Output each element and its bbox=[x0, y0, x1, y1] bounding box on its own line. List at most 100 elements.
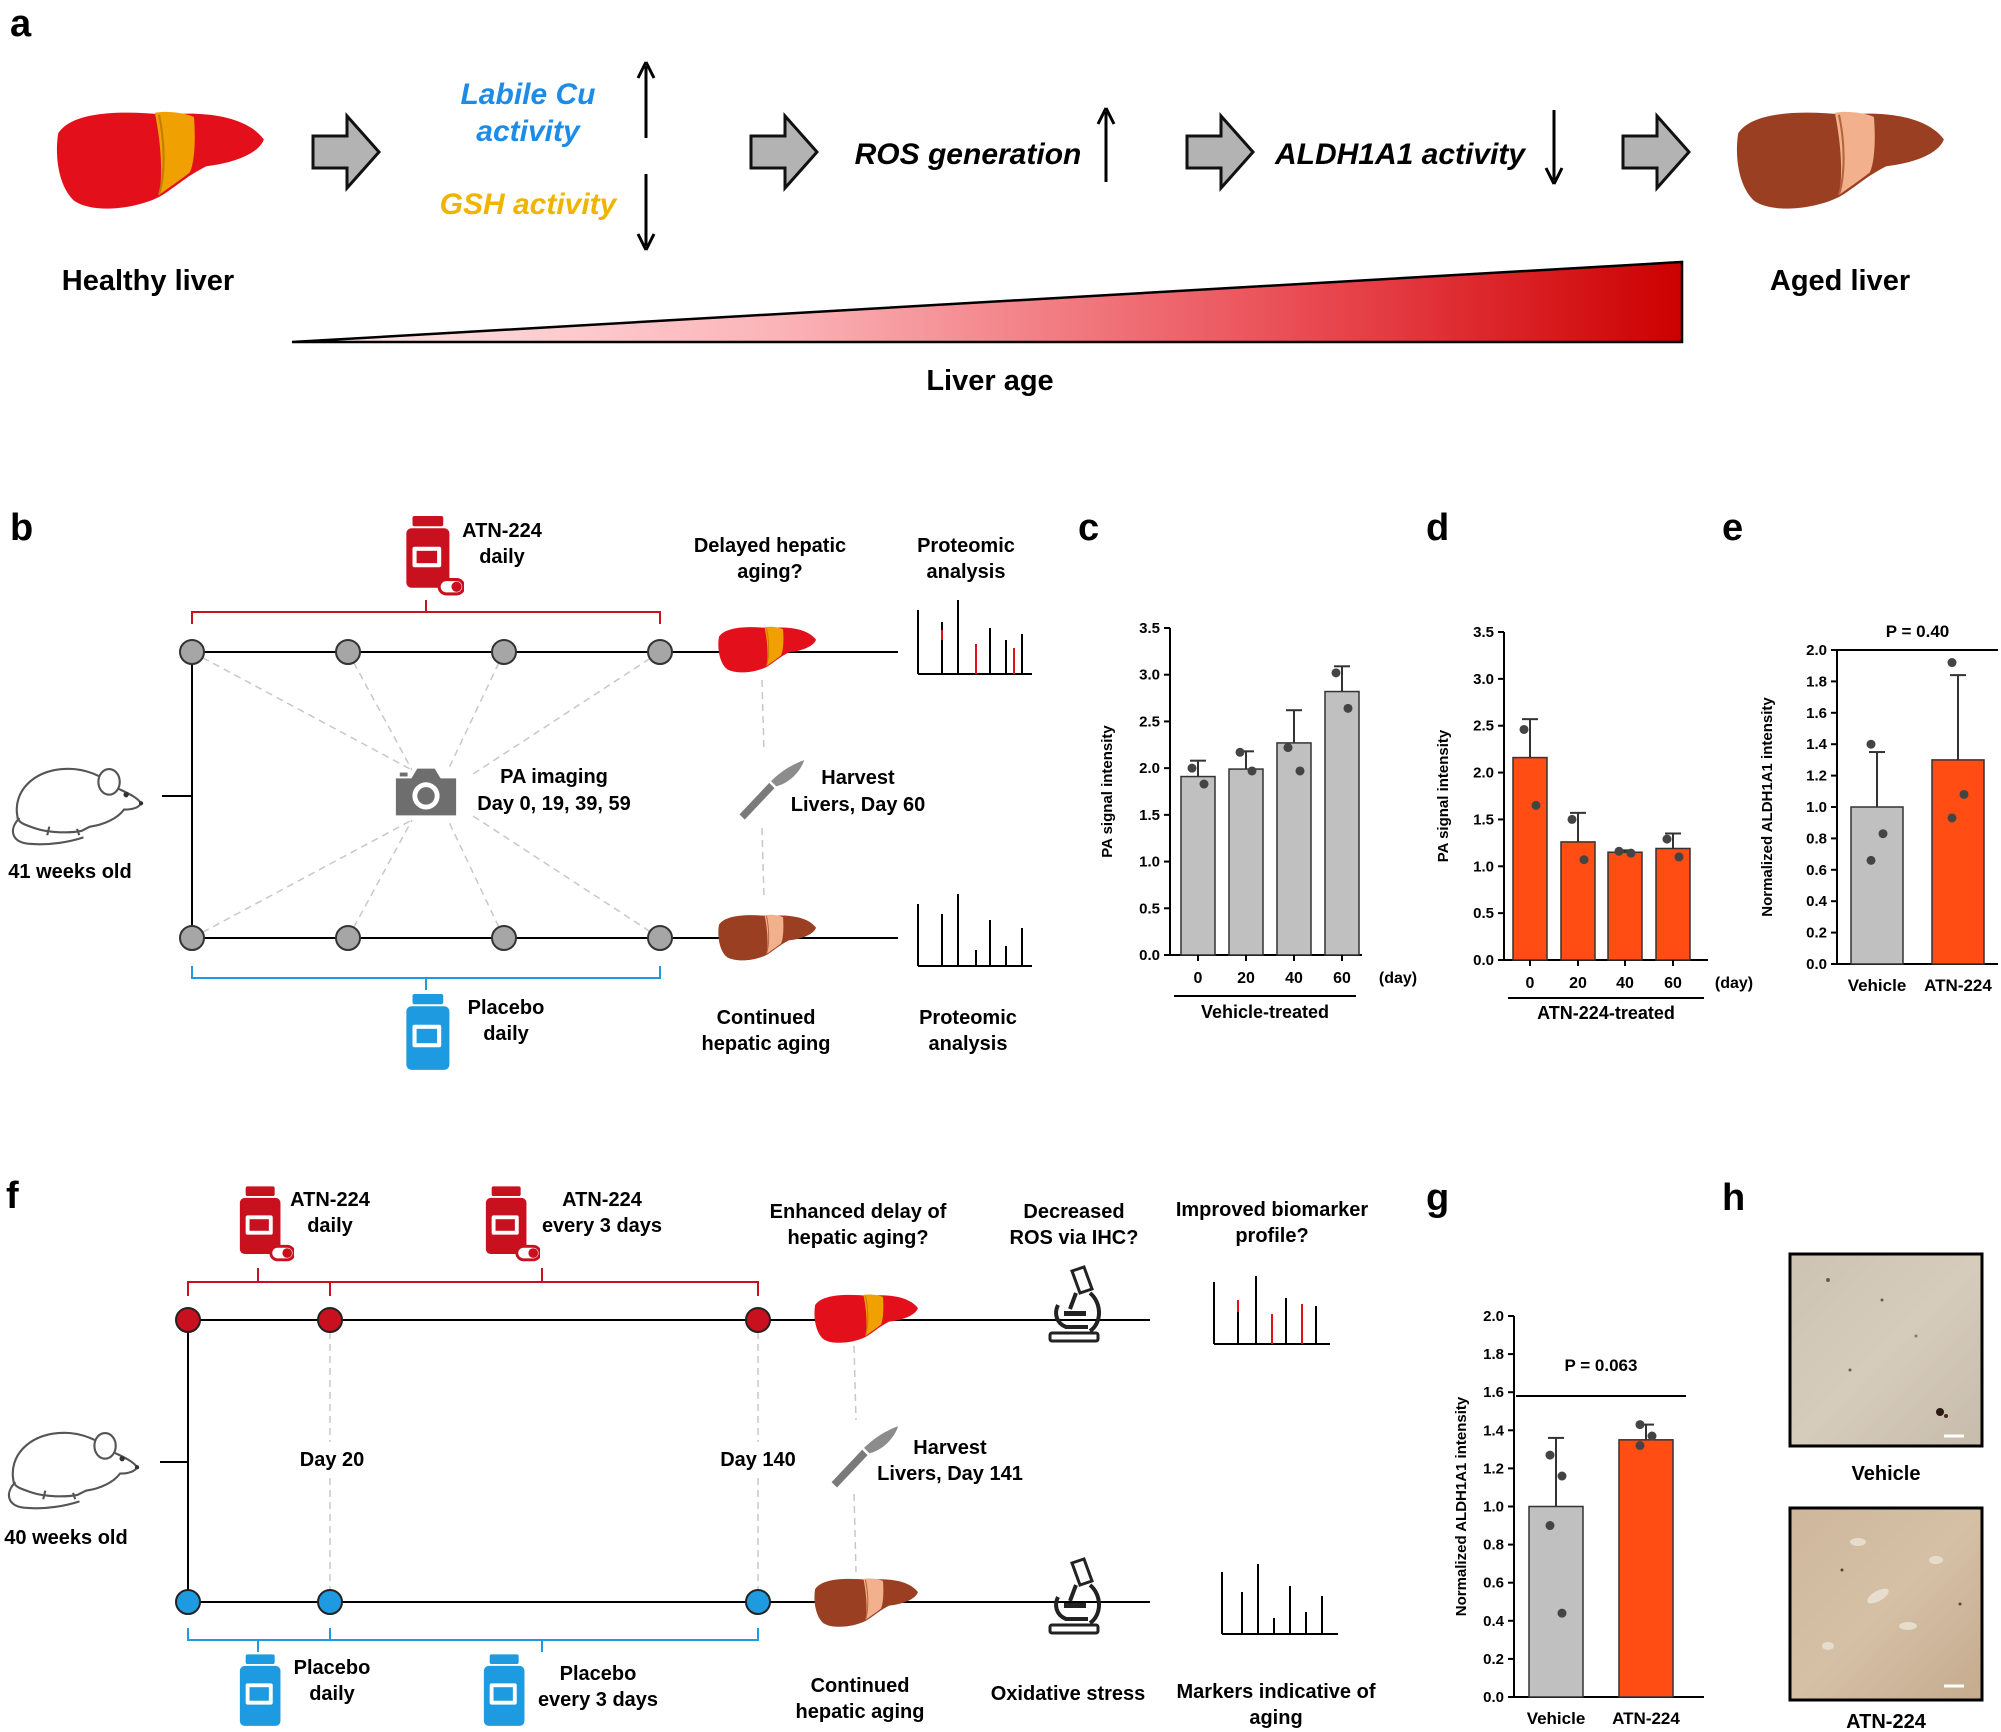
panel-a-letter: a bbox=[10, 3, 32, 45]
proteomic-spectrum-icon bbox=[917, 600, 1032, 675]
bar bbox=[1228, 768, 1264, 956]
p-value-label: P = 0.40 bbox=[1886, 622, 1950, 641]
y-tick-label: 2.0 bbox=[1483, 1308, 1504, 1325]
microscope-icon bbox=[1050, 1559, 1099, 1633]
harvest-label: Harvest bbox=[913, 1437, 987, 1459]
y-tick-label: 2.5 bbox=[1139, 713, 1160, 730]
timepoint-dot bbox=[745, 1589, 771, 1615]
y-tick-label: 1.2 bbox=[1806, 768, 1827, 785]
placebo-every-3-days-bracket bbox=[329, 1628, 759, 1652]
bar bbox=[1528, 1505, 1584, 1698]
continued-aging-label-2: hepatic aging bbox=[702, 1033, 831, 1055]
mouse-age-label: 40 weeks old bbox=[4, 1527, 127, 1549]
microscope-icon bbox=[1050, 1267, 1099, 1341]
timepoint-dot bbox=[179, 639, 205, 665]
bar bbox=[1655, 847, 1691, 961]
y-tick-label: 1.0 bbox=[1473, 858, 1494, 875]
camera-icon bbox=[395, 768, 457, 816]
decreased-ros-question-2: ROS via IHC? bbox=[1010, 1227, 1139, 1249]
harvest-day-label: Livers, Day 141 bbox=[877, 1463, 1023, 1485]
day-140-label: Day 140 bbox=[720, 1449, 796, 1471]
y-axis-label: PA signal intensity bbox=[1435, 729, 1452, 862]
y-tick-label: 0.6 bbox=[1806, 862, 1827, 879]
data-point bbox=[1331, 668, 1341, 678]
bar bbox=[1512, 756, 1548, 961]
x-tick-label: 0 bbox=[1194, 970, 1203, 987]
labile-cu-label: Labile Cu bbox=[460, 78, 595, 111]
data-point bbox=[1545, 1521, 1555, 1531]
panel-e-letter: e bbox=[1722, 507, 1743, 549]
x-tick-label: 40 bbox=[1285, 970, 1303, 987]
liver-age-label: Liver age bbox=[926, 365, 1053, 397]
placebo-every-3-days-label: every 3 days bbox=[538, 1689, 658, 1711]
mouse-age-label: 41 weeks old bbox=[8, 861, 131, 883]
timepoint-dot bbox=[647, 639, 673, 665]
y-tick-label: 0.4 bbox=[1806, 893, 1828, 910]
timepoint-dot bbox=[335, 639, 361, 665]
timepoint-dot bbox=[179, 925, 205, 951]
data-point bbox=[1343, 703, 1353, 713]
data-point bbox=[1557, 1471, 1567, 1481]
y-tick-label: 1.0 bbox=[1483, 1499, 1504, 1516]
bar bbox=[1931, 759, 1985, 965]
arrow-right-icon bbox=[1621, 114, 1691, 190]
x-tick-label: 40 bbox=[1616, 975, 1634, 992]
placebo-bottle-icon bbox=[239, 1654, 281, 1726]
panel-c-chart: c0.00.51.01.52.02.53.03.5PA signal inten… bbox=[1078, 507, 1417, 1022]
mouse-icon bbox=[7, 1431, 141, 1510]
aged-liver-icon bbox=[1735, 110, 1945, 210]
data-point bbox=[1635, 1420, 1645, 1430]
y-tick-label: 0.2 bbox=[1483, 1651, 1504, 1668]
x-tick-label: 0 bbox=[1526, 975, 1535, 992]
y-tick-label: 0.2 bbox=[1806, 925, 1827, 942]
y-tick-label: 1.6 bbox=[1806, 705, 1827, 722]
gsh-activity-label: GSH activity bbox=[440, 188, 618, 221]
day-20-label: Day 20 bbox=[300, 1449, 365, 1471]
bar bbox=[1607, 851, 1643, 961]
y-tick-label: 0.0 bbox=[1139, 947, 1160, 964]
bar bbox=[1276, 742, 1312, 956]
placebo-label: Placebo bbox=[294, 1657, 371, 1679]
biomarker-spectrum-icon bbox=[1213, 1276, 1330, 1345]
panel-b: b ATN-224 daily Delayed hepatic aging? P… bbox=[8, 507, 1032, 1070]
improved-biomarker-question: Improved biomarker bbox=[1176, 1199, 1369, 1221]
data-point bbox=[1235, 747, 1245, 757]
day-dashed-connectors bbox=[329, 1320, 857, 1602]
timepoint-dot bbox=[491, 925, 517, 951]
y-tick-label: 1.8 bbox=[1483, 1346, 1504, 1363]
x-tick-label: 20 bbox=[1237, 970, 1255, 987]
bar bbox=[1324, 690, 1360, 956]
y-axis-label: Normalized ALDH1A1 intensity bbox=[1759, 697, 1776, 917]
panel-g-chart: g0.00.20.40.60.81.01.21.41.61.82.0Normal… bbox=[1426, 1177, 1704, 1728]
day-20-label-bg bbox=[286, 1442, 376, 1476]
enhanced-delay-question-2: hepatic aging? bbox=[787, 1227, 928, 1249]
liver-age-gradient-wedge bbox=[291, 260, 1684, 344]
y-tick-label: 2.0 bbox=[1139, 760, 1160, 777]
y-tick-label: 0.0 bbox=[1806, 956, 1827, 973]
data-point bbox=[1557, 1608, 1567, 1618]
decreased-ros-question: Decreased bbox=[1023, 1201, 1124, 1223]
timepoint-dot bbox=[647, 925, 673, 951]
y-tick-label: 0.8 bbox=[1806, 830, 1827, 847]
data-point bbox=[1626, 848, 1636, 858]
atn-224-image-label: ATN-224 bbox=[1846, 1711, 1927, 1732]
panel-a: a Healthy liver Labile Cu activity GSH a… bbox=[10, 3, 1945, 397]
atn-224-bracket bbox=[191, 600, 661, 624]
y-tick-label: 1.2 bbox=[1483, 1460, 1504, 1477]
y-tick-label: 1.0 bbox=[1139, 854, 1160, 871]
p-value-label: P = 0.063 bbox=[1565, 1356, 1638, 1375]
data-point bbox=[1866, 855, 1876, 865]
arrow-right-icon bbox=[311, 114, 381, 190]
bar bbox=[1850, 806, 1904, 965]
harvest-day-label: Livers, Day 60 bbox=[791, 794, 926, 816]
y-tick-label: 0.0 bbox=[1483, 1689, 1504, 1706]
x-tick-label: Vehicle bbox=[1848, 976, 1907, 995]
timepoint-dot bbox=[317, 1589, 343, 1615]
data-point bbox=[1187, 763, 1197, 773]
arrow-right-icon bbox=[1185, 114, 1255, 190]
timepoint-dot bbox=[175, 1307, 201, 1333]
y-tick-label: 3.0 bbox=[1139, 667, 1160, 684]
atn-224-daily-label: daily bbox=[307, 1215, 353, 1237]
aging-markers-label: Markers indicative of bbox=[1177, 1681, 1376, 1703]
